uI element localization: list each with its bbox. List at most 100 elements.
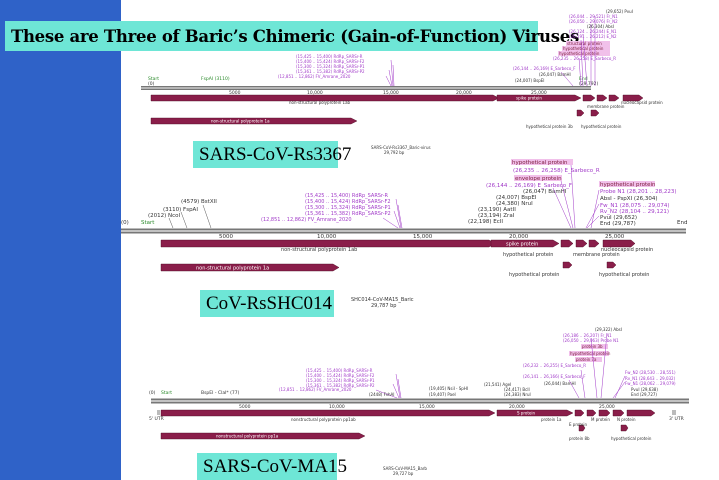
map1-bar-membrane: membrane protein — [587, 104, 625, 109]
svg-text:(29,652) PvuI: (29,652) PvuI — [606, 9, 633, 14]
svg-text:(26,050 .. 29,076) Fr_N2: (26,050 .. 29,076) Fr_N2 — [569, 19, 618, 24]
map2-mid-sites: (24,007) BspEI (24,380) NruI (23,190) Aa… — [468, 195, 537, 225]
map3-left-site: BspEI - ClaI* (77) — [201, 390, 240, 396]
map2-start-site: Start — [141, 220, 155, 226]
map1-length: 29,792 bp — [384, 150, 405, 155]
plasmid-maps: Start (0) FspAI (3110) End (29,792) 5000… — [121, 9, 689, 476]
svg-text:(24,417) BclI: (24,417) BclI — [504, 387, 530, 392]
map2-tick-3: 15,000 — [413, 234, 433, 240]
map2-length: 29,787 bp — [371, 303, 396, 309]
svg-text:(4579) BstXII: (4579) BstXII — [181, 199, 217, 205]
map1-site-left: FspAI (3110) — [201, 76, 230, 82]
map3-mid-sites: (2448) FshAI (19,405) NsiI - SpHI (19,40… — [369, 382, 531, 397]
svg-text:(12,851 .. 12,862) FV_Amrane_2: (12,851 .. 12,862) FV_Amrane_2020 — [278, 74, 351, 79]
svg-text:(15,361 .. 15,382) RdRp_SARSr-: (15,361 .. 15,382) RdRp_SARSr-P2 — [296, 69, 365, 74]
map1-tick-4: 20,000 — [456, 90, 472, 96]
map3-construct-name: SARS-CoV-MA15_Barb — [383, 466, 427, 471]
svg-text:(26,144 .. 26,169) E_Sarbeco_F: (26,144 .. 26,169) E_Sarbeco_F — [513, 66, 576, 71]
map3-bar-pp1ab: nonstructural polyprotein pp1ab — [291, 417, 356, 422]
map3-utr5: 5' UTR — [149, 416, 164, 422]
map-1: Start (0) FspAI (3110) End (29,792) 5000… — [141, 9, 663, 155]
map1-end-site: End — [579, 76, 588, 82]
map1-bar-1a: non-structural polyprotein 1a — [211, 119, 270, 124]
svg-text:(26,232 .. 26,255) E_Sarbeco_R: (26,232 .. 26,255) E_Sarbeco_R — [523, 363, 586, 368]
svg-text:hypothetical protein: hypothetical protein — [512, 160, 568, 166]
map1-tick-3: 15,000 — [383, 90, 399, 96]
map2-feature-bars — [160, 239, 636, 272]
virus-label-2: CoV-RsSHC014 — [200, 290, 334, 317]
svg-text:(3110) FspAI: (3110) FspAI — [163, 207, 198, 213]
map3-bar-m: M protein — [591, 417, 610, 422]
svg-text:PvuI (29,652): PvuI (29,652) — [600, 215, 637, 221]
svg-text:(24,383) NruI: (24,383) NruI — [504, 392, 531, 397]
svg-text:Probe N1 (28,201 .. 28,223): Probe N1 (28,201 .. 28,223) — [600, 189, 676, 195]
map1-end-num: (29,792) — [579, 81, 599, 87]
map1-tick-1: 5000 — [229, 90, 241, 96]
svg-text:(15,425 .. 15,400) RdRp_SARSr-: (15,425 .. 15,400) RdRp_SARSr-R — [305, 193, 389, 199]
slide-title: These are Three of Baric’s Chimeric (Gai… — [5, 21, 579, 51]
map2-tick-1: 5000 — [219, 234, 233, 240]
map3-start-site: Start — [161, 390, 172, 396]
map3-tick-4: 20,000 — [509, 404, 525, 410]
svg-text:(22,198) EcII: (22,198) EcII — [468, 219, 503, 225]
map2-bar-hypo3: hypothetical protein — [599, 272, 649, 278]
map2-bar-membrane: membrane protein — [573, 252, 620, 258]
map3-bar-1a: protein 1a — [541, 417, 562, 422]
svg-text:Fw_N2 (28,530 .. 28,551): Fw_N2 (28,530 .. 28,551) — [625, 370, 676, 375]
svg-text:Fw_N1 (28,075 .. 29,074): Fw_N1 (28,075 .. 29,074) — [600, 203, 670, 209]
svg-text:End (29,787): End (29,787) — [600, 221, 636, 227]
svg-text:(26,235 .. 26,258) E_Sarbeco_R: (26,235 .. 26,258) E_Sarbeco_R — [513, 168, 600, 174]
map3-utr3: 3' UTR — [669, 416, 684, 422]
svg-text:(23,194) ZraI: (23,194) ZraI — [478, 213, 515, 219]
map3-length: 29,727 bp — [393, 471, 414, 476]
map3-bar-hypo: hypothetical protein — [611, 436, 652, 441]
svg-text:hypothetical protein: hypothetical protein — [563, 46, 604, 51]
map3-tick-2: 10,000 — [329, 404, 345, 410]
slide-sidebar — [0, 0, 121, 480]
map1-bar-hypo: hypothetical protein — [581, 124, 622, 129]
svg-text:(24,007) BspEI: (24,007) BspEI — [496, 195, 537, 201]
map2-bar-1a: non-structural polyprotein 1a — [196, 266, 269, 272]
map3-tick-3: 15,000 — [419, 404, 435, 410]
svg-text:(26,191 .. 26,212) E_N2: (26,191 .. 26,212) E_N2 — [569, 34, 617, 39]
map3-primers: (15,425 .. 15,400) RdRp_SARSr-R (15,400 … — [279, 368, 375, 392]
map2-bar-spike: spike protein — [506, 242, 538, 248]
map2-start-num: (0) — [121, 220, 129, 226]
map1-tick-2: 10,000 — [307, 90, 323, 96]
svg-text:structural protein: structural protein — [567, 41, 602, 46]
svg-text:(15,361 .. 15,382) RdRp_SARSr-: (15,361 .. 15,382) RdRp_SARSr-P2 — [306, 383, 375, 388]
map2-end-site: End — [677, 220, 687, 226]
map3-bar-pp1a: nonstructural polyprotein pp1a — [216, 434, 279, 439]
svg-text:(12,851 .. 12,862) FV_Amrane_2: (12,851 .. 12,862) FV_Amrane_2020 — [261, 217, 352, 223]
svg-text:hypothetical protein: hypothetical protein — [570, 351, 611, 356]
svg-text:AbsI - PspXI (26,304): AbsI - PspXI (26,304) — [600, 196, 657, 202]
svg-text:(26,141 .. 26,166) E_Sarbeco_F: (26,141 .. 26,166) E_Sarbeco_F — [523, 374, 586, 379]
svg-text:(12,851 .. 12,862) FV_Amrane_2: (12,851 .. 12,862) FV_Amrane_2020 — [279, 387, 352, 392]
svg-text:PvuI (29,638): PvuI (29,638) — [631, 387, 658, 392]
svg-text:(15,425 .. 15,400) RdRp_SARSr-: (15,425 .. 15,400) RdRp_SARSr-R — [306, 368, 373, 373]
map2-bar-nucleocapsid: nucleocapsid protein — [601, 247, 653, 253]
map2-tick-4: 20,000 — [509, 234, 529, 240]
svg-text:End (29,727): End (29,727) — [631, 392, 657, 397]
svg-text:Rv_N1 (28,643 .. 29,032): Rv_N1 (28,643 .. 29,032) — [625, 376, 676, 381]
svg-text:(2012) NcoI: (2012) NcoI — [148, 213, 181, 219]
svg-text:(24,380) NruI: (24,380) NruI — [496, 201, 533, 207]
map1-bar-1ab: non-structural polyprotein 1ab — [289, 100, 351, 105]
svg-text:(26,047) BamHI: (26,047) BamHI — [523, 189, 567, 195]
map2-primers: (15,425 .. 15,400) RdRp_SARSr-R (15,400 … — [261, 193, 391, 223]
map2-bar-hypo1: hypothetical protein — [503, 252, 553, 258]
svg-text:(26,186 .. 26,207) Fr_N1: (26,186 .. 26,207) Fr_N1 — [563, 333, 612, 338]
svg-text:(26,044 .. 29,521) Fr_N1: (26,044 .. 29,521) Fr_N1 — [569, 14, 618, 19]
svg-text:(26,304) AbsI: (26,304) AbsI — [587, 24, 614, 29]
map1-tick-5: 25,000 — [531, 90, 547, 96]
svg-text:(15,400 .. 15,424) RdRp_SARSr-: (15,400 .. 15,424) RdRp_SARSr-F2 — [296, 59, 365, 64]
map1-primers: (15,425 .. 15,400) RdRp_SARSr-R (15,400 … — [278, 54, 365, 79]
map3-bar-e: E protein — [569, 422, 587, 427]
virus-label-3: SARS-CoV-MA15 — [197, 453, 347, 480]
svg-text:(15,425 .. 15,400) RdRp_SARSr-: (15,425 .. 15,400) RdRp_SARSr-R — [296, 54, 363, 59]
map-2: (0) Start End (4579) BstXII (3110) FspAI… — [121, 159, 687, 309]
svg-text:(29,322) AbsI: (29,322) AbsI — [595, 327, 622, 332]
svg-text:envelope protein: envelope protein — [515, 176, 562, 182]
svg-text:(15,300 .. 15,324) RdRp_SARSr-: (15,300 .. 15,324) RdRp_SARSr-P1 — [306, 378, 375, 383]
svg-text:hypothetical protein: hypothetical protein — [559, 51, 600, 56]
